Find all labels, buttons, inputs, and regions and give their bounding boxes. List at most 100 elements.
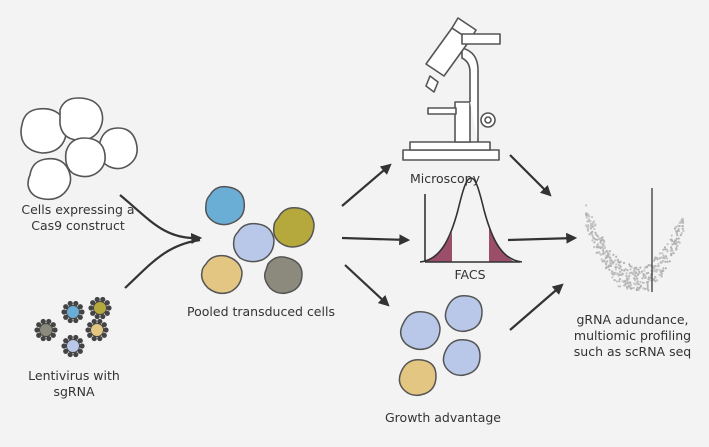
cas9-cells-label: Cells expressing a Cas9 construct xyxy=(4,202,152,234)
readout-point xyxy=(615,263,618,266)
readout-point xyxy=(654,280,657,283)
readout-point xyxy=(660,275,663,278)
readout-point xyxy=(634,274,637,277)
readout-label: gRNA adundance, multiomic profiling such… xyxy=(560,312,705,360)
microscopy-label: Microscopy xyxy=(409,171,480,186)
lentivirus-particle xyxy=(61,300,85,324)
readout-point xyxy=(666,257,669,260)
readout-point xyxy=(670,234,673,237)
readout-point xyxy=(664,267,667,270)
readout-point xyxy=(607,252,610,255)
readout-point xyxy=(600,258,603,261)
readout-point xyxy=(639,266,642,269)
readout-point xyxy=(670,252,673,256)
readout-point xyxy=(666,260,669,263)
arrow-to-growth xyxy=(344,264,390,307)
readout-point xyxy=(599,246,602,249)
readout-point xyxy=(591,239,594,242)
readout-point xyxy=(608,264,612,268)
readout-point xyxy=(598,251,601,254)
readout-point xyxy=(636,286,639,289)
readout-point xyxy=(666,243,669,246)
readout-point xyxy=(652,278,655,282)
readout-point xyxy=(646,283,649,286)
arrow-to-microscopy xyxy=(341,163,392,207)
growth-cell xyxy=(399,310,441,351)
readout-point xyxy=(680,232,683,235)
readout-point xyxy=(603,244,606,247)
readout-point xyxy=(629,268,632,271)
readout-point xyxy=(681,225,684,228)
readout-point xyxy=(612,253,615,256)
readout-point xyxy=(642,281,645,284)
readout-point xyxy=(630,287,633,290)
readout-point xyxy=(585,216,588,219)
readout-point xyxy=(669,249,672,252)
readout-point xyxy=(654,256,657,259)
readout-point xyxy=(649,279,652,282)
readout-point xyxy=(675,225,678,229)
readout-point xyxy=(653,258,656,261)
readout-point xyxy=(661,270,664,273)
readout-point xyxy=(671,243,674,246)
readout-point xyxy=(606,260,609,263)
readout-point xyxy=(642,287,645,290)
readout-point xyxy=(637,268,640,271)
readout-point xyxy=(622,261,626,265)
readout-point xyxy=(635,271,638,274)
readout-point xyxy=(638,270,641,273)
readout-point xyxy=(645,281,648,284)
readout-point xyxy=(627,275,631,278)
cas9-cell xyxy=(20,107,68,154)
readout-point xyxy=(681,217,684,220)
readout-point xyxy=(680,221,683,224)
readout-point xyxy=(673,242,677,245)
readout-point xyxy=(619,285,622,288)
readout-point xyxy=(605,250,608,253)
facs-left-shade xyxy=(428,232,452,262)
readout-point xyxy=(675,237,678,240)
readout-point xyxy=(609,261,612,264)
readout-point xyxy=(662,254,665,257)
lentivirus-label-line2: sgRNA xyxy=(53,384,95,399)
readout-point xyxy=(629,264,632,268)
readout-label-line3: such as scRNA seq xyxy=(573,344,692,359)
readout-point xyxy=(586,224,589,228)
readout-point xyxy=(596,243,599,246)
readout-point xyxy=(666,248,669,251)
readout-point xyxy=(664,255,668,258)
growth-cell xyxy=(398,358,437,397)
readout-point xyxy=(618,261,621,264)
readout-point xyxy=(609,256,612,259)
readout-point xyxy=(630,271,633,274)
readout-point xyxy=(656,258,659,261)
readout-point xyxy=(598,237,601,241)
readout-point xyxy=(643,269,646,272)
cas9-cell xyxy=(59,97,104,142)
readout-point xyxy=(674,239,677,243)
readout-point xyxy=(638,286,641,289)
readout-point xyxy=(635,268,638,271)
readout-point xyxy=(606,254,609,257)
readout-point xyxy=(594,238,597,241)
pooled-cell xyxy=(263,256,303,295)
readout-point xyxy=(642,273,645,276)
readout-point xyxy=(599,241,602,244)
readout-point xyxy=(664,248,667,251)
readout-point xyxy=(640,270,644,273)
readout-point xyxy=(595,251,598,254)
facs-right-shade xyxy=(489,224,515,262)
readout-point xyxy=(590,224,593,227)
lentivirus-label-line1: Lentivirus with xyxy=(28,368,120,383)
readout-point xyxy=(657,262,660,266)
cas9-cell xyxy=(27,157,72,201)
readout-point xyxy=(676,224,680,227)
pooled-cell xyxy=(272,206,315,248)
pooled-cell xyxy=(200,254,243,295)
readout-point xyxy=(626,287,629,290)
readout-point xyxy=(611,271,614,274)
readout-point xyxy=(681,219,684,222)
arrow-microscopy-to-readout xyxy=(509,154,552,197)
growth-label: Growth advantage xyxy=(385,410,501,425)
readout-point xyxy=(601,249,605,252)
